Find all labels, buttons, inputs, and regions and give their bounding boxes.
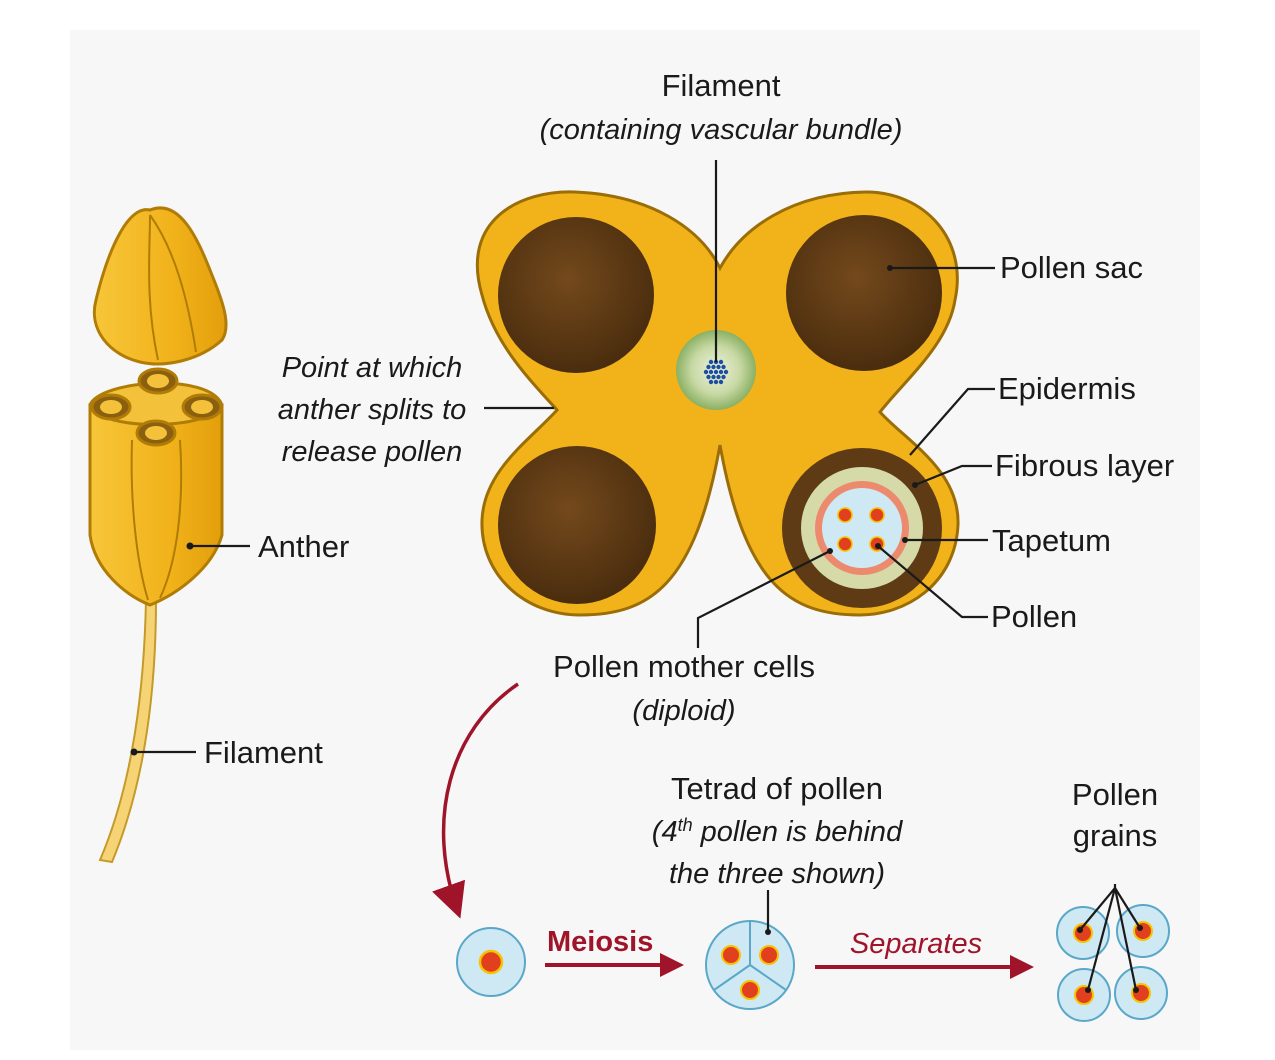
pollen-sac-detailed: [782, 448, 942, 608]
pollen-grains-label-2: grains: [1073, 818, 1157, 853]
filament-top-label: Filament: [662, 68, 781, 103]
anther-lobe-openings: [90, 367, 223, 447]
meiosis-label: Meiosis: [547, 926, 653, 958]
pollen-dot: [875, 543, 881, 549]
vascular-strand: [711, 364, 716, 370]
pollen-grains-label-1: Pollen: [1072, 777, 1158, 812]
anther-body: [88, 403, 224, 607]
pollen-sac-top-right: [786, 215, 942, 371]
meiosis-flow-arrow: [432, 682, 519, 919]
pollen-sac-top-left: [498, 217, 654, 373]
vascular-strand: [713, 369, 719, 375]
pollen-grains: [1056, 904, 1170, 1022]
split-label-1: Point at which: [282, 352, 463, 384]
anther-cross-section: [475, 190, 960, 617]
pollen-grain: [1114, 966, 1168, 1020]
tetrad-dot: [765, 929, 771, 935]
tetrad-cell: [705, 920, 795, 1010]
vascular-strand: [713, 379, 719, 385]
vascular-strand: [718, 359, 724, 365]
vascular-strand: [718, 369, 724, 375]
tetrad-label-2: (4th pollen is behind: [652, 815, 903, 848]
filament-left-dot: [130, 748, 138, 756]
mother-cells-leader: [696, 550, 831, 648]
stamen-illustration: [88, 206, 228, 864]
vascular-strand: [708, 379, 714, 385]
vascular-strand: [708, 369, 714, 375]
epidermis-leader: [909, 387, 995, 456]
mother-cells-dot: [827, 548, 833, 554]
pollen-label: Pollen: [991, 599, 1077, 634]
vascular-strand: [711, 374, 716, 380]
pollen-sac-label: Pollen sac: [1000, 250, 1143, 285]
vascular-strand: [721, 374, 726, 380]
pollen-sac-dot: [887, 265, 893, 271]
vascular-strand: [716, 374, 721, 380]
pollen-leader: [877, 545, 988, 619]
tetrad-label-1: Tetrad of pollen: [671, 771, 883, 806]
fibrous-layer-label: Fibrous layer: [995, 448, 1174, 483]
mother-cell: [456, 927, 526, 997]
pollen-grain: [1116, 904, 1170, 958]
filament-top-sublabel: (containing vascular bundle): [540, 114, 903, 146]
anther-label: Anther: [258, 529, 349, 564]
tetrad-label-3: the three shown): [669, 858, 885, 890]
tapetum-label: Tapetum: [992, 523, 1111, 558]
anther-tip: [92, 206, 228, 366]
tapetum-dot: [902, 537, 908, 543]
pollen-grain: [1056, 906, 1110, 960]
mother-cells-sublabel: (diploid): [632, 695, 735, 727]
split-label-2: anther splits to: [278, 394, 467, 426]
anther-dot: [186, 542, 194, 550]
pollen-sac-bottom-left: [498, 446, 656, 604]
filament-stalk: [98, 599, 158, 864]
vascular-strand: [708, 359, 714, 365]
vascular-strand: [706, 364, 711, 370]
pollen-grains-leaders: [1077, 884, 1143, 993]
split-label-3: release pollen: [282, 436, 463, 468]
vascular-strand: [721, 364, 726, 370]
vascular-strand: [703, 369, 709, 375]
vascular-strand: [723, 369, 729, 375]
vascular-strand: [716, 364, 721, 370]
fibrous-layer-leader: [914, 464, 992, 487]
epidermis-label: Epidermis: [998, 371, 1136, 406]
vascular-strand: [706, 374, 711, 380]
fibrous-layer-dot: [912, 482, 918, 488]
separates-label: Separates: [850, 928, 982, 960]
pollen-grain: [1057, 968, 1111, 1022]
mother-cells-label: Pollen mother cells: [553, 649, 815, 684]
vascular-strand: [718, 379, 724, 385]
filament-left-label: Filament: [204, 735, 323, 770]
